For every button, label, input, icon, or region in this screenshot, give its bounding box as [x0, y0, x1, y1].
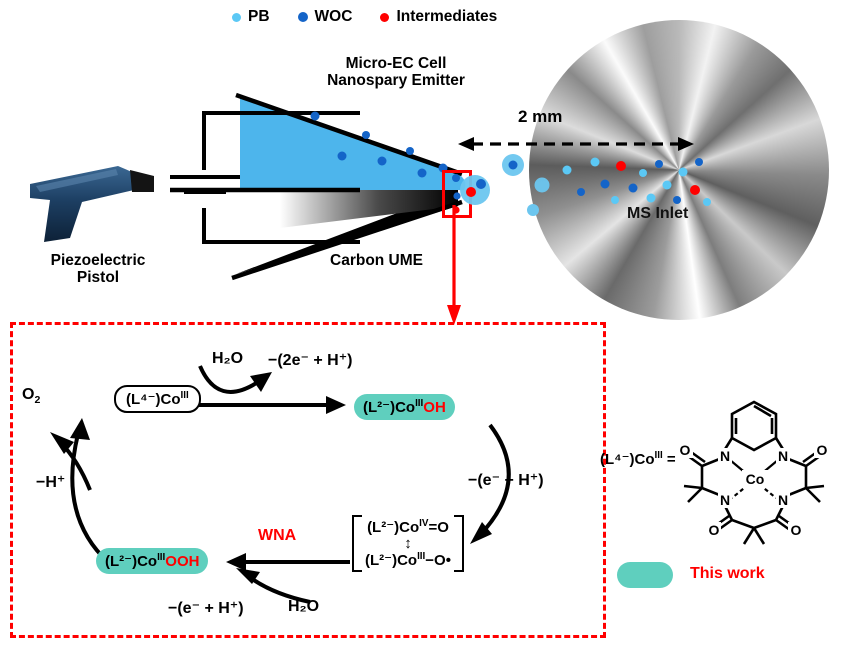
- ligand-atom-n3: N: [720, 492, 730, 508]
- mechanism-panel: [10, 322, 606, 638]
- emitter-diagram: [170, 92, 466, 281]
- species-legend: PB WOC Intermediates: [232, 8, 497, 26]
- ligand-atom-n1: N: [720, 448, 730, 464]
- species-co3-ooh: (L²⁻)CoIIIOOH: [96, 548, 209, 574]
- co3-oxyl-base: (L²⁻)Co: [365, 552, 418, 569]
- water-top-label: H₂O: [212, 350, 244, 367]
- ligand-def-base: (L⁴⁻)Co: [600, 451, 655, 468]
- ligand-atom-o4: O: [791, 522, 802, 538]
- ligand-atom-co: Co: [746, 471, 765, 487]
- co3-start-base: (L⁴⁻)Co: [126, 391, 181, 408]
- pistol-barrel: [130, 170, 154, 192]
- loss-2e-h-label: −(2e⁻ + H⁺): [268, 352, 353, 369]
- o2-label: O2: [22, 386, 40, 406]
- emitter-outline-top: [235, 92, 463, 177]
- this-work-label: This work: [690, 565, 765, 582]
- loss-e-h-right-label: −(e⁻ + H⁺): [468, 472, 544, 489]
- ligand-atom-o3: O: [709, 522, 720, 538]
- legend-label-woc: WOC: [314, 8, 353, 25]
- co3-start-oxidation-state: III: [180, 390, 189, 401]
- resonance-arrow: ↕: [404, 535, 412, 552]
- co3-oh-base: (L²⁻)Co: [363, 399, 416, 416]
- co3-oxyl-oxidation-state: III: [417, 551, 426, 562]
- wna-label: WNA: [258, 527, 297, 544]
- co3-oh-oxidation-state: III: [415, 398, 424, 409]
- carbon-ume-body: [280, 190, 458, 228]
- ms-inlet-disc: [529, 20, 829, 320]
- ligand-atom-o2: O: [817, 442, 828, 458]
- water-bottom-label: H₂O: [288, 598, 320, 615]
- this-work-swatch: [617, 562, 673, 588]
- co4-oxo-tail: =O: [428, 519, 449, 536]
- o2-subscript: 2: [34, 394, 41, 407]
- legend-label-intermediates: Intermediates: [396, 8, 498, 25]
- distance-arrow: [458, 137, 694, 151]
- piezoelectric-pistol: [30, 166, 154, 242]
- distance-label: 2 mm: [518, 107, 563, 126]
- ligand-structure: Co N N N N O O O O: [678, 400, 828, 545]
- species-oxo-resonance: (L²⁻)CoIV=O ↕ (L²⁻)CoIII−O•: [352, 515, 464, 572]
- minus-hplus-label: −H⁺: [36, 474, 66, 491]
- co3-ooh-base: (L²⁻)Co: [105, 553, 158, 570]
- species-co3-oh: (L²⁻)CoIIIOH: [354, 394, 455, 420]
- co3-ooh-ligand: OOH: [165, 553, 200, 570]
- legend-dot-intermediates: [380, 12, 390, 22]
- loss-e-h-bottom-label: −(e⁻ + H⁺): [168, 600, 244, 617]
- carbon-ume-label: Carbon UME: [330, 252, 423, 269]
- pistol-label: Piezoelectric Pistol: [50, 252, 146, 287]
- co4-oxo-oxidation-state: IV: [419, 518, 429, 529]
- legend-dot-pb: [232, 12, 241, 22]
- o2-symbol: O: [22, 386, 35, 403]
- ligand-def-oxidation-state: III: [654, 450, 663, 461]
- co4-oxo-base: (L²⁻)Co: [367, 519, 420, 536]
- callout-arrow: [447, 205, 461, 325]
- legend-label-pb: PB: [248, 8, 270, 25]
- ms-inlet-label: MS Inlet: [627, 205, 689, 222]
- co4-oxo: (L²⁻)CoIV=O: [365, 518, 451, 536]
- pistol-highlight: [36, 169, 118, 192]
- ligand-definition-label: (L⁴⁻)CoIII =: [600, 450, 676, 468]
- ligand-def-equals: =: [662, 451, 676, 468]
- co3-oxyl-tail: −O•: [425, 552, 451, 569]
- ligand-atom-n2: N: [778, 448, 788, 464]
- species-co3-start: (L⁴⁻)CoIII: [114, 385, 201, 413]
- co3-oh-ligand: OH: [423, 399, 446, 416]
- ligand-atom-o1: O: [680, 442, 691, 458]
- emitter-title: Micro-EC Cell Nanospary Emitter: [327, 55, 465, 90]
- co3-ooh-oxidation-state: III: [157, 552, 166, 563]
- legend-dot-woc: [297, 12, 308, 22]
- ligand-atom-n4: N: [778, 492, 788, 508]
- solution-cone: [240, 98, 458, 190]
- co3-oxyl: (L²⁻)CoIII−O•: [365, 551, 451, 569]
